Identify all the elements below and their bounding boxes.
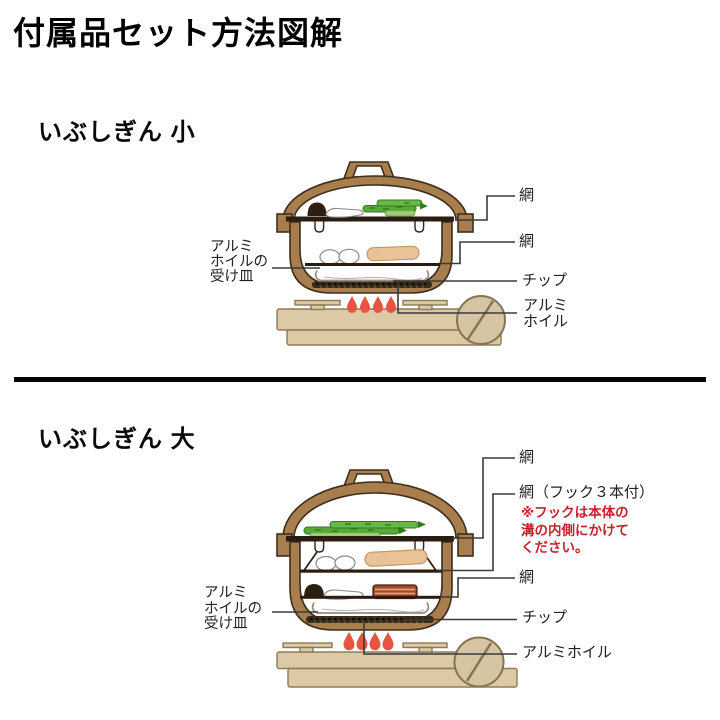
foil-tray-texture (321, 608, 425, 613)
sausage-icon (366, 245, 420, 262)
stove-small (276, 299, 502, 346)
asparagus-speckles (315, 523, 391, 532)
asparagus-tip (420, 202, 428, 210)
hook-wire-left (303, 551, 318, 572)
leader-net-top (455, 195, 515, 221)
label-net-bottom-large: 網 (519, 569, 535, 586)
flame-icon (343, 632, 355, 651)
asparagus-speckles (370, 202, 409, 210)
flame-icon (356, 632, 368, 651)
flame-icon (360, 296, 370, 313)
burner-cap-right-stem (418, 646, 433, 653)
pot-rim-flange-right (457, 213, 474, 233)
leader-net-mid (440, 241, 515, 265)
hook-icon-left (314, 221, 325, 233)
label-tray-large-line3: 受け皿 (204, 616, 248, 632)
flame-icon (373, 296, 383, 313)
label-tray-large: アルミ ホイルの 受け皿 (204, 585, 262, 633)
foil-tray (311, 602, 430, 614)
pot-large (276, 469, 474, 631)
label-net-top-large: 網 (519, 449, 535, 466)
label-chip-large: チップ (522, 609, 568, 626)
asparagus-spear (329, 521, 419, 529)
label-net-hook-large: 網（フック３本付） (519, 484, 655, 501)
flame-icons-large (343, 632, 394, 651)
net-middle (305, 263, 440, 266)
label-net-top-small: 網 (519, 187, 535, 204)
leader-net-top (452, 457, 515, 539)
asparagus-spear (376, 199, 423, 207)
section-small-heading: いぶしぎん 小 (38, 119, 196, 146)
label-tray-large-line1: アルミ (204, 585, 248, 601)
label-tray-small-line1: アルミ (210, 239, 254, 255)
section-large-heading: いぶしぎん 大 (38, 426, 196, 453)
hook-note-line3: ください。 (521, 540, 589, 555)
flame-icon (347, 296, 357, 313)
egg-icon (319, 249, 341, 265)
net-bottom (300, 595, 440, 599)
egg-icon (338, 248, 360, 265)
net-top (286, 536, 454, 542)
net-top (286, 216, 454, 222)
knob-slash (466, 300, 495, 340)
label-chip-small: チップ (522, 272, 568, 289)
stove-bottom-slab (286, 329, 502, 346)
label-tray-large-line2: ホイルの (204, 600, 262, 617)
flame-icons-small (347, 296, 396, 313)
flame-icon (382, 632, 394, 651)
hook-icon-left (314, 541, 325, 553)
asparagus-tip (418, 521, 426, 528)
asparagus-tip (399, 526, 407, 534)
hook-note-line1: ※フックは本体の (521, 505, 629, 520)
label-foil-large: アルミホイル (522, 644, 612, 661)
hook-note-line2: 溝の内側にかけて (521, 522, 629, 538)
leader-lines-large (272, 457, 517, 655)
page-title: 付属品セット方法図解 (13, 15, 344, 51)
meat-stripes (375, 588, 415, 595)
pot-rim-flange-right (457, 533, 474, 557)
label-foil-small-line2: ホイル (523, 312, 569, 330)
pot-body (289, 221, 453, 294)
burner-cap-left-stem (310, 304, 325, 311)
label-foil-small: アルミ ホイル (523, 298, 568, 329)
egg-icon (315, 555, 337, 572)
label-tray-small-line2: ホイルの (210, 254, 268, 270)
hook-note: ※フックは本体の 溝の内側にかけて ください。 (521, 504, 629, 557)
leader-net-hook (437, 493, 515, 572)
flame-icon (369, 632, 381, 651)
net-middle (300, 569, 442, 573)
label-tray-small: アルミ ホイルの 受け皿 (210, 240, 268, 285)
mushroom-icon (307, 202, 327, 216)
mushroom-icon (304, 584, 324, 598)
hook-icon-right (414, 221, 425, 233)
leader-foil (363, 622, 517, 655)
asparagus-icon (362, 199, 428, 217)
knob-slash (465, 642, 493, 682)
burner-cap-right-stem (418, 304, 433, 311)
foil-tray-texture (323, 276, 423, 281)
leader-lines-small (272, 195, 517, 314)
mushroom-stem (325, 207, 364, 218)
foil-tray (314, 270, 430, 282)
burner-cap-left-stem (299, 646, 314, 653)
diagram-small-smoker (272, 161, 517, 346)
sausage-icon (364, 549, 428, 567)
asparagus-icon (303, 521, 426, 539)
diagram-large-smoker (272, 457, 518, 688)
leader-foil (397, 283, 517, 314)
pot-small (276, 161, 474, 294)
flame-icon (386, 296, 396, 313)
egg-icon (334, 555, 356, 571)
section-divider (14, 377, 706, 382)
asparagus-spear (384, 210, 416, 217)
label-foil-small-line1: アルミ (523, 297, 568, 314)
label-net-mid-small: 網 (519, 233, 535, 250)
leader-net-bottom (440, 577, 515, 598)
label-tray-small-line3: 受け皿 (210, 269, 254, 285)
